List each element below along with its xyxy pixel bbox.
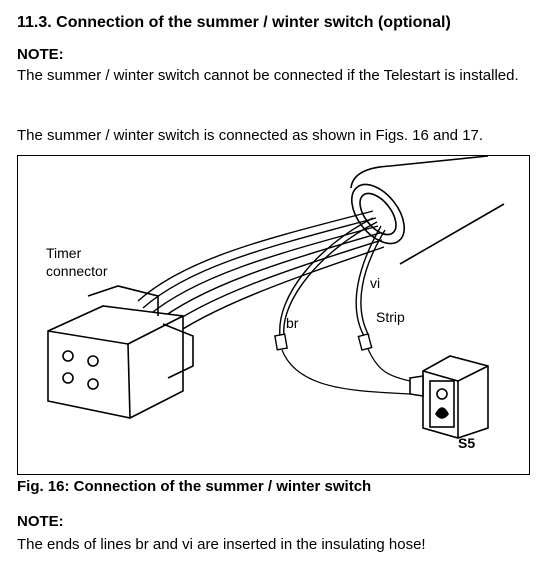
br-label: br <box>286 315 299 331</box>
note-text: The summer / winter switch cannot be con… <box>17 67 519 84</box>
s5-label: S5 <box>458 435 476 451</box>
strip-label: Strip <box>376 309 405 325</box>
section-heading: 11.3. Connection of the summer / winter … <box>17 14 451 31</box>
timer-connector <box>47 285 194 419</box>
wire-vi <box>355 225 411 382</box>
insulating-hose <box>350 156 505 265</box>
note-label: NOTE: <box>17 46 64 63</box>
timer-connector-label: Timer connector <box>46 245 108 279</box>
figure-16: Timer connector vi br Strip S5 <box>17 155 530 475</box>
vi-label: vi <box>370 275 381 291</box>
intro-text: The summer / winter switch is connected … <box>17 127 484 144</box>
figure-caption: Fig. 16: Connection of the summer / wint… <box>17 478 372 495</box>
note-text: The ends of lines br and vi are inserted… <box>17 536 426 553</box>
wire-br <box>274 217 411 395</box>
wiring-diagram <box>47 156 505 439</box>
note-label: NOTE: <box>17 513 64 530</box>
switch-s5 <box>409 355 489 439</box>
